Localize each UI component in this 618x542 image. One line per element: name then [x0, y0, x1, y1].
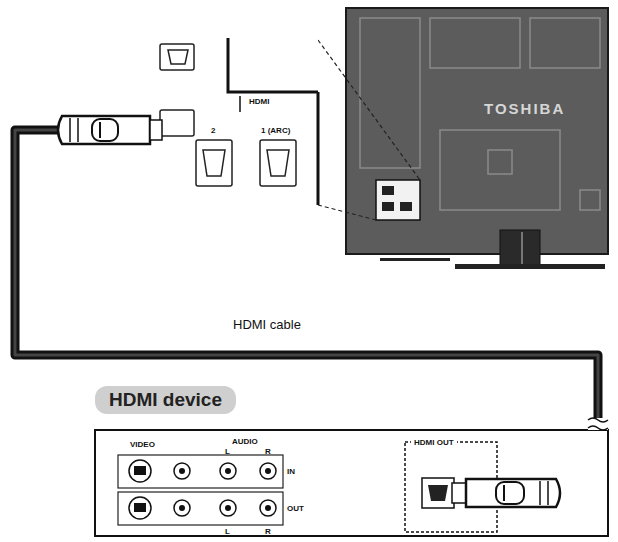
tv-rear: [318, 8, 608, 269]
channel-label: L: [225, 527, 230, 536]
hdmi-port-inset: HDMI: [105, 38, 318, 206]
channel-label: R: [265, 447, 271, 456]
hdmi-plug: [58, 116, 162, 144]
tv-rear-panel: TOSHIBA: [346, 8, 608, 254]
jack-group-label: VIDEO: [130, 440, 155, 449]
channel-label: R: [265, 527, 271, 536]
hdmi-out-port: HDMI OUT: [405, 442, 497, 532]
cable-break: [588, 418, 608, 430]
brand-name: TOSHIBA: [484, 100, 565, 117]
hdmi-device: HDMI deviceHDMI OUT: [95, 386, 608, 536]
port-number: 2: [211, 126, 215, 135]
device-heading: HDMI device: [95, 386, 236, 414]
direction-label: OUT: [287, 504, 304, 513]
channel-label: L: [225, 447, 230, 456]
device-panel: [95, 430, 608, 536]
hdmi-plug: [452, 479, 560, 507]
direction-label: IN: [287, 467, 295, 476]
port-number: 1 (ARC): [261, 126, 290, 135]
port-inset: [58, 38, 318, 206]
jack-group-label: AUDIO: [232, 437, 258, 446]
cable-label: HDMI cable: [230, 316, 304, 333]
port-label: HDMI OUT: [411, 438, 457, 447]
port-group-label: HDMI: [249, 97, 269, 106]
